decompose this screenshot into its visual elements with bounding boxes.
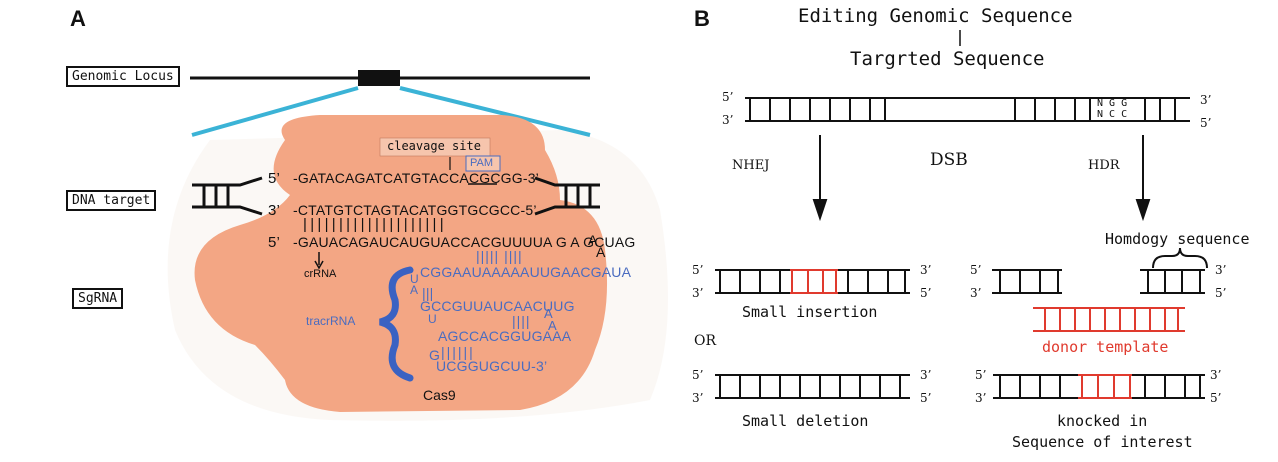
tracr-bars-4: |||||| <box>441 344 475 360</box>
tracr-bars-3: |||| <box>512 313 531 329</box>
knocked-in-segment <box>1078 374 1132 399</box>
genomic-locus-label: Genomic Locus <box>66 66 180 87</box>
tracr-seq-5: UCGGUGCUU-3’ <box>436 358 548 374</box>
prime3-mid: 3’ <box>268 202 281 219</box>
ki-3prime: 3’ <box>975 391 987 405</box>
cleavage-site-box <box>379 137 491 157</box>
hdr-3prime-right: 3’ <box>1215 263 1227 277</box>
dna-3prime-left: 3’ <box>722 113 734 127</box>
tracr-g: G <box>429 347 441 363</box>
or-label: OR <box>694 333 717 349</box>
cleavage-site-text: cleavage site <box>387 139 481 153</box>
sgrna-label: SgRNA <box>72 288 124 309</box>
prime5-top: 5’ <box>268 170 281 187</box>
pam-ngg: N G G <box>1097 98 1128 109</box>
dna-5prime-left: 5’ <box>722 90 734 104</box>
tracr-seq-2: CGGAAUAAAAAUUGAACGAUA <box>420 264 632 280</box>
homology-brace <box>1152 247 1208 269</box>
title-targeted-sequence: Targrted Sequence <box>850 48 1045 70</box>
dna-3prime-right: 3’ <box>1200 93 1212 107</box>
donor-template-label: donor template <box>1042 338 1169 356</box>
tracrrna-label: tracrRNA <box>306 314 356 328</box>
target-dna-ladder <box>745 97 1190 122</box>
knocked-in-ladder <box>993 374 1205 399</box>
dna-5prime-right: 5’ <box>1200 116 1212 130</box>
hdr-broken-ladder <box>992 269 1205 294</box>
ins-5prime: 5’ <box>692 263 704 277</box>
ins-5prime-right: 5’ <box>920 286 932 300</box>
tracr-a3: A <box>548 318 557 333</box>
hdr-5prime: 5’ <box>970 263 982 277</box>
panel-b-letter: B <box>694 6 710 31</box>
homology-sequence-label: Homdogy sequence <box>1105 230 1250 248</box>
hdr-5prime-right: 5’ <box>1215 286 1227 300</box>
inserted-segment <box>790 269 838 294</box>
ins-3prime: 3’ <box>692 286 704 300</box>
crrna-strand: -GAUACAGAUCAUGUACCACGUUUUA G A GCUAG <box>293 234 636 250</box>
zoom-line-left <box>191 86 359 137</box>
ki-5prime-right: 5’ <box>1210 391 1222 405</box>
ins-3prime-right: 3’ <box>920 263 932 277</box>
tracr-seq-3: GCCGUUAUCAACUUG <box>420 298 575 314</box>
del-3prime-right: 3’ <box>920 368 932 382</box>
pam-ncc: N C C <box>1097 109 1128 120</box>
nhej-label: NHEJ <box>732 158 770 173</box>
pam-box <box>465 155 501 172</box>
dna-ladder-left <box>192 176 263 216</box>
dna-bottom-strand: -CTATGTCTAGTACATGGTGCGCC-5’ <box>293 202 537 218</box>
sequence-of-interest-label: Sequence of interest <box>1012 433 1193 451</box>
tracrrna-bracket <box>379 266 414 382</box>
tracr-a2: A <box>544 306 553 321</box>
dsb-label: DSB <box>930 150 968 170</box>
crrna-label: crRNA <box>304 268 337 280</box>
prime5-rna: 5’ <box>268 234 281 251</box>
hdr-label: HDR <box>1088 158 1120 173</box>
pam-text: PAM <box>470 157 494 169</box>
tracr-u2: U <box>428 312 437 326</box>
title-editing-genomic-sequence: Editing Genomic Sequence <box>798 5 1073 27</box>
insertion-ladder <box>715 269 910 294</box>
tracr-seq-4: AGCCACGGUGAAA <box>438 328 572 344</box>
nhej-arrow <box>812 135 828 222</box>
base-pairing-bars: |||||||||||||||||||| <box>303 216 447 233</box>
dna-top-strand: -GATACAGATCATGTACCACGCGG-3’ <box>293 170 539 186</box>
target-block <box>358 70 400 86</box>
cas9-protein-shape <box>194 115 608 412</box>
tracr-bars-1: ||||| |||| <box>476 248 523 264</box>
del-5prime-right: 5’ <box>920 391 932 405</box>
knocked-in-label: knocked in <box>1057 412 1148 430</box>
tracr-a1: A <box>410 283 419 297</box>
donor-template-ladder <box>1033 307 1185 332</box>
rna-tail-a1: A <box>588 232 598 248</box>
small-deletion-label: Small deletion <box>742 412 869 430</box>
dna-ladder-right <box>534 176 600 216</box>
cas9-label: Cas9 <box>423 387 456 403</box>
hdr-3prime: 3’ <box>970 286 982 300</box>
del-3prime: 3’ <box>692 391 704 405</box>
tracr-bars-2: ||| <box>422 285 434 301</box>
ki-5prime: 5’ <box>975 368 987 382</box>
del-5prime: 5’ <box>692 368 704 382</box>
tracr-u1: U <box>410 272 419 286</box>
rna-tail-a2: A <box>596 244 606 260</box>
hdr-arrow <box>1135 135 1151 222</box>
panel-a-letter: A <box>70 6 86 31</box>
crrna-arrow-head <box>314 260 324 270</box>
zoom-line-right <box>399 86 591 137</box>
ki-3prime-right: 3’ <box>1210 368 1222 382</box>
dna-target-label: DNA target <box>66 190 157 211</box>
small-insertion-label: Small insertion <box>742 303 878 321</box>
deletion-ladder <box>715 374 910 399</box>
